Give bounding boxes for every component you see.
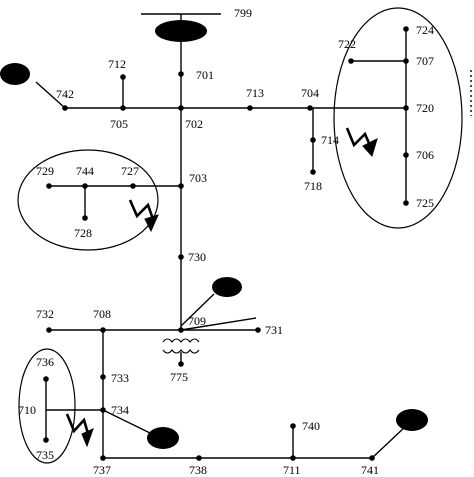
label-744: 744 xyxy=(76,164,94,178)
label-705: 705 xyxy=(110,117,128,131)
node-737 xyxy=(100,455,106,461)
fault-left-icon xyxy=(128,199,159,233)
node-724 xyxy=(403,26,409,32)
line-709-gen xyxy=(180,293,215,327)
node-727 xyxy=(130,183,136,189)
label-737: 737 xyxy=(93,463,111,477)
label-732: 732 xyxy=(36,307,54,321)
label-727: 727 xyxy=(121,164,139,178)
nodes xyxy=(43,26,409,461)
generator-742-icon xyxy=(0,63,30,85)
node-704 xyxy=(307,105,313,111)
label-736: 736 xyxy=(36,355,54,369)
label-733: 733 xyxy=(111,371,129,385)
label-734: 734 xyxy=(111,403,129,417)
label-729: 729 xyxy=(36,164,54,178)
label-714: 714 xyxy=(321,133,339,147)
line-741-gen xyxy=(371,425,407,459)
node-706 xyxy=(403,152,409,158)
label-713: 713 xyxy=(246,86,264,100)
label-731: 731 xyxy=(265,323,283,337)
labels: 799 701 712 742 705 702 713 704 720 724 … xyxy=(18,6,434,477)
node-775 xyxy=(178,361,184,367)
fault-bottom-icon xyxy=(65,413,94,448)
label-728: 728 xyxy=(74,226,92,240)
label-706: 706 xyxy=(416,148,434,162)
node-705 xyxy=(120,105,126,111)
label-709: 709 xyxy=(188,314,206,328)
node-731 xyxy=(255,327,261,333)
node-714 xyxy=(310,137,316,143)
label-730: 730 xyxy=(188,250,206,264)
label-724: 724 xyxy=(416,23,434,37)
node-718 xyxy=(310,169,316,175)
line-742-gen xyxy=(35,81,66,109)
node-708 xyxy=(100,327,106,333)
node-735 xyxy=(43,437,49,443)
label-710: 710 xyxy=(18,403,36,417)
node-711 xyxy=(290,455,296,461)
label-741: 741 xyxy=(361,463,379,477)
label-708: 708 xyxy=(93,307,111,321)
node-707 xyxy=(403,58,409,64)
zone-right-ellipse xyxy=(333,7,463,229)
label-722: 722 xyxy=(338,37,356,51)
label-704: 704 xyxy=(301,86,319,100)
source-799-icon xyxy=(155,20,207,42)
node-702 xyxy=(178,105,184,111)
node-729 xyxy=(46,183,52,189)
node-725 xyxy=(403,200,409,206)
feeder-lines xyxy=(35,13,472,459)
node-732 xyxy=(46,327,52,333)
transformer-icon xyxy=(162,338,200,354)
generator-709-icon xyxy=(212,277,242,297)
label-725: 725 xyxy=(416,196,434,210)
node-738 xyxy=(196,455,202,461)
node-734 xyxy=(100,407,106,413)
node-728 xyxy=(82,215,88,221)
node-742 xyxy=(62,105,68,111)
label-742: 742 xyxy=(56,87,74,101)
node-740 xyxy=(290,423,296,429)
label-718: 718 xyxy=(304,179,322,193)
label-712: 712 xyxy=(108,57,126,71)
node-709 xyxy=(178,327,184,333)
node-744 xyxy=(82,183,88,189)
zone-left-ellipse xyxy=(17,149,159,251)
label-720: 720 xyxy=(416,101,434,115)
label-703: 703 xyxy=(189,171,207,185)
node-730 xyxy=(178,254,184,260)
faults xyxy=(65,127,378,448)
node-736 xyxy=(43,376,49,382)
label-799: 799 xyxy=(234,6,252,20)
line-709-gen2 xyxy=(180,317,257,331)
label-775: 775 xyxy=(170,370,188,384)
node-713 xyxy=(247,105,253,111)
node-712 xyxy=(120,74,126,80)
label-701: 701 xyxy=(196,68,214,82)
zone-bottom-left-ellipse xyxy=(18,348,76,464)
label-735: 735 xyxy=(36,448,54,462)
node-733 xyxy=(100,374,106,380)
label-740: 740 xyxy=(302,419,320,433)
node-701 xyxy=(178,71,184,77)
node-722 xyxy=(348,58,354,64)
line-734-gen xyxy=(102,409,153,435)
generator-734-icon xyxy=(147,427,179,449)
node-720 xyxy=(403,105,409,111)
label-702: 702 xyxy=(185,117,203,131)
label-707: 707 xyxy=(416,54,434,68)
zones xyxy=(17,7,463,464)
sources xyxy=(0,20,428,449)
node-741 xyxy=(369,455,375,461)
label-711: 711 xyxy=(283,463,301,477)
fault-right-icon xyxy=(345,127,378,157)
generator-741-icon xyxy=(396,409,428,431)
node-703 xyxy=(178,183,184,189)
label-738: 738 xyxy=(189,463,207,477)
